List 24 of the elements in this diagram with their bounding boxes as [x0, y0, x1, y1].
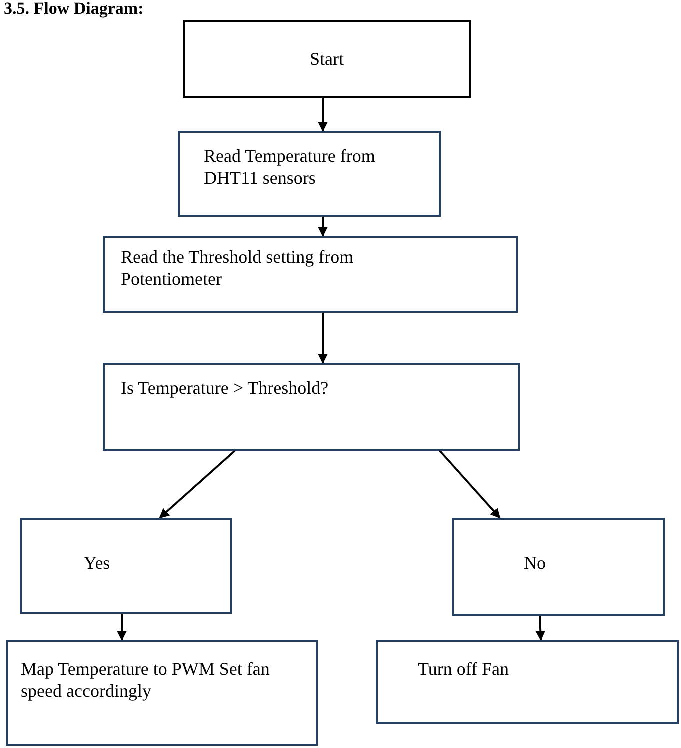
process-box — [6, 640, 318, 746]
decision-box — [103, 363, 520, 451]
process-box — [103, 236, 518, 313]
box-text: Yes — [84, 552, 112, 574]
box-text: Is Temperature > Threshold? — [121, 377, 330, 399]
start-box — [183, 20, 471, 98]
arrow — [439, 450, 501, 519]
box-text: No — [524, 552, 547, 574]
arrow — [117, 614, 127, 641]
arrow — [318, 313, 328, 364]
process-box — [178, 131, 441, 217]
box-text: Start — [310, 48, 344, 70]
box-text: Turn off Fan — [418, 658, 510, 680]
arrow — [159, 450, 236, 519]
arrow — [318, 98, 328, 132]
diagram-title: 3.5. Flow Diagram: — [4, 0, 144, 18]
process-box — [452, 518, 665, 616]
box-text: Read the Threshold setting from Potentiometer — [121, 246, 355, 290]
arrow — [318, 217, 328, 237]
process-box — [376, 640, 679, 724]
process-box — [20, 518, 232, 614]
box-text: Map Temperature to PWM Set fan speed accordingly — [21, 658, 271, 702]
box-text: Read Temperature from DHT11 sensors — [204, 145, 376, 189]
arrow — [536, 616, 546, 641]
